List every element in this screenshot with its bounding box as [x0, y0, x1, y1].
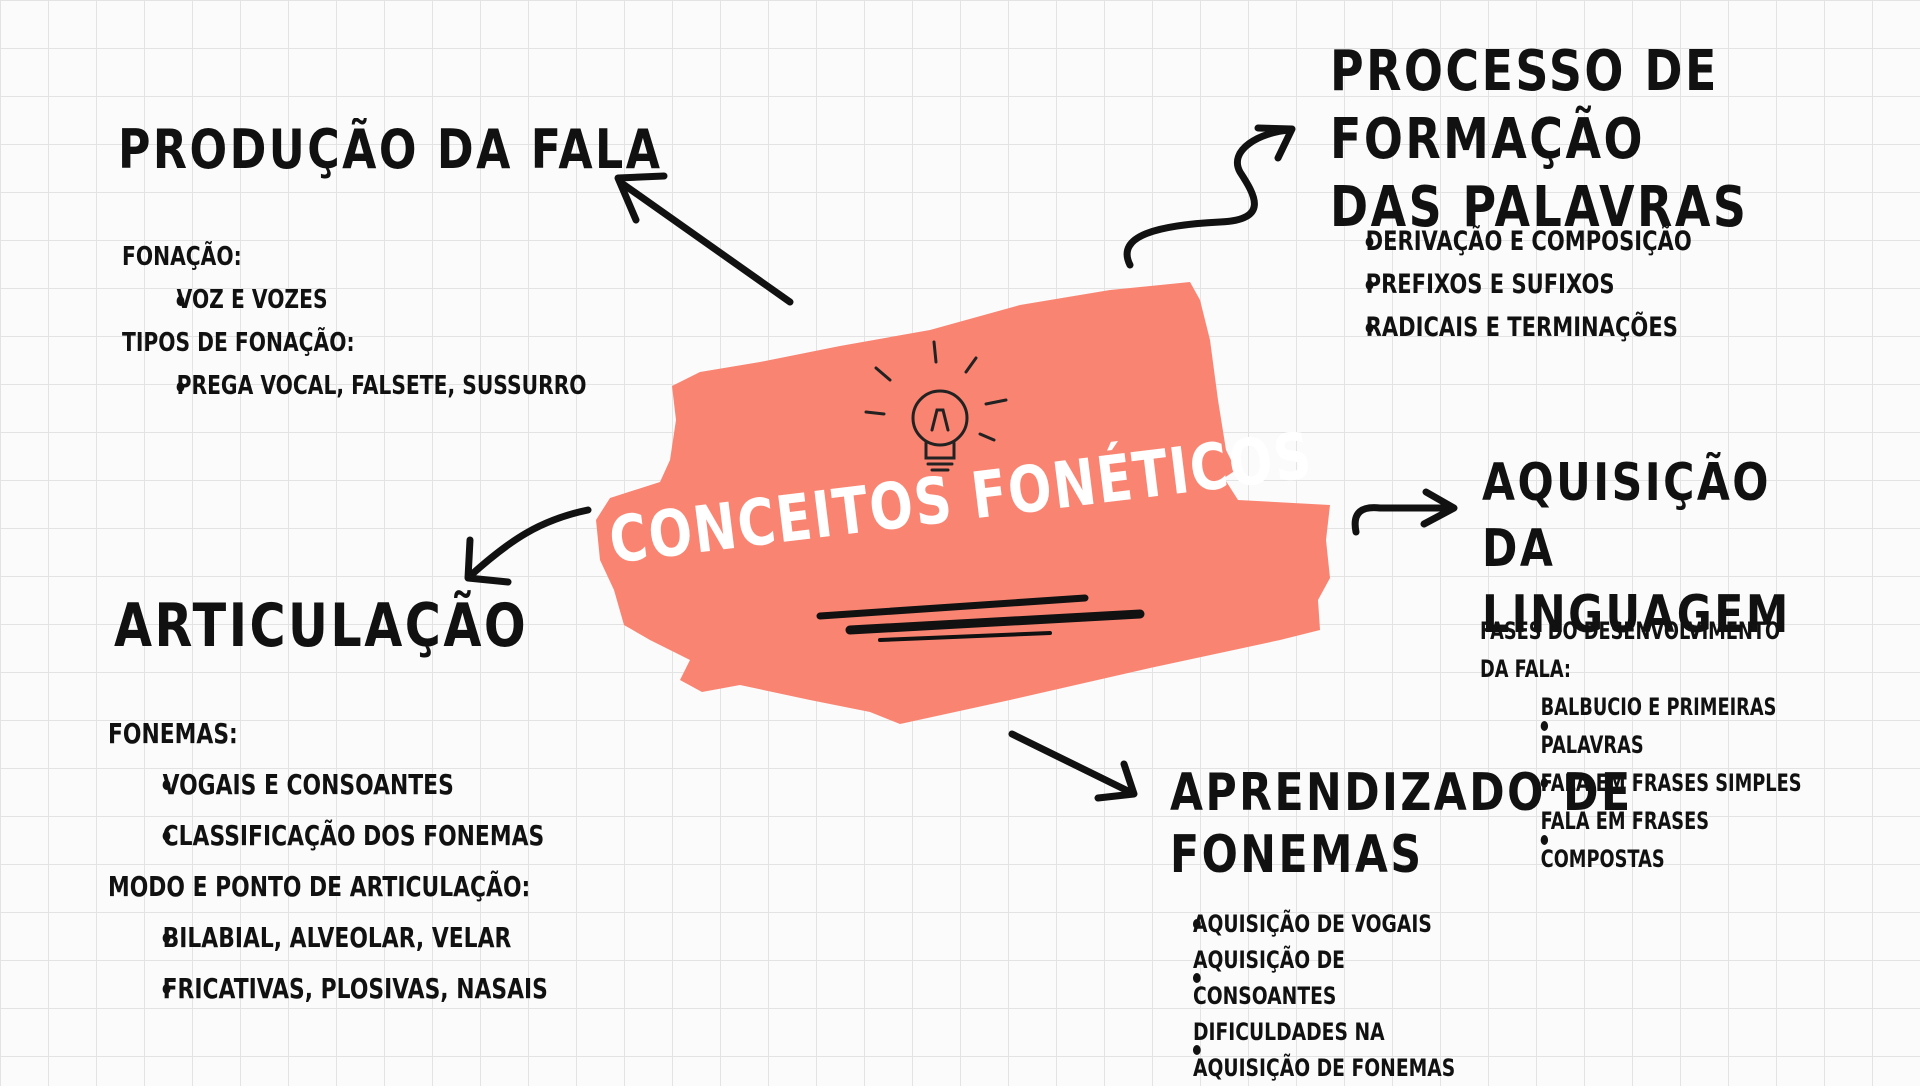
- producao-list-tipos: PREGA VOCAL, FALSETE, SUSSURRO: [122, 365, 587, 408]
- list-item-text: DIFICULDADES NA AQUISIÇÃO DE FONEMAS: [1192, 1018, 1456, 1082]
- list-item-text: PREGA VOCAL, FALSETE, SUSSURRO: [176, 371, 587, 401]
- aquisicao-section: FASES DO DESENVOLVIMENTO DA FALA: BALBUC…: [1480, 612, 1806, 878]
- arrow-to-articulacao: [464, 506, 592, 586]
- list-item: DIFICULDADES NA AQUISIÇÃO DE FONEMAS: [1168, 1014, 1480, 1086]
- list-item-text: VOZ E VOZES: [176, 285, 328, 315]
- producao-label-tipos: TIPOS DE FONAÇÃO:: [122, 328, 355, 358]
- list-item: BILABIAL, ALVEOLAR, VELAR: [108, 912, 548, 963]
- aprendizado-list: AQUISIÇÃO DE VOGAIS AQUISIÇÃO DE CONSOAN…: [1168, 906, 1480, 1086]
- center-underline-2: [845, 609, 1145, 635]
- list-item: FRICATIVAS, PLOSIVAS, NASAIS: [108, 963, 548, 1014]
- articulacao-label-fonemas: FONEMAS:: [108, 717, 238, 750]
- list-item-text: CLASSIFICAÇÃO DOS FONEMAS: [162, 819, 545, 852]
- arrow-to-processo: [1123, 124, 1296, 269]
- processo-title-line2: DAS PALAVRAS: [1330, 175, 1749, 240]
- list-item-text: BILABIAL, ALVEOLAR, VELAR: [162, 921, 512, 954]
- aprendizado-title: APRENDIZADO DE FONEMAS: [1170, 762, 1633, 886]
- aquisicao-title-line2: LINGUAGEM: [1482, 585, 1791, 645]
- list-item-text: AQUISIÇÃO DE VOGAIS: [1192, 910, 1432, 938]
- list-item-text: AQUISIÇÃO DE CONSOANTES: [1192, 946, 1345, 1010]
- list-item-text: BALBUCIO E PRIMEIRAS PALAVRAS: [1540, 693, 1777, 759]
- processo-list: DERIVAÇÃO E COMPOSIÇÃO PREFIXOS E SUFIXO…: [1336, 220, 1692, 349]
- list-item: AQUISIÇÃO DE VOGAIS: [1168, 906, 1480, 942]
- center-underline-3: [878, 631, 1052, 642]
- arrow-to-aprendizado: [1008, 730, 1138, 802]
- aprendizado-title-line2: FONEMAS: [1170, 825, 1424, 885]
- list-item: VOZ E VOZES: [122, 279, 587, 322]
- aprendizado-title-line1: APRENDIZADO DE: [1170, 763, 1633, 823]
- list-item: VOGAIS E CONSOANTES: [108, 759, 548, 810]
- list-item-text: VOGAIS E CONSOANTES: [162, 768, 454, 801]
- articulacao-list-modo: BILABIAL, ALVEOLAR, VELAR FRICATIVAS, PL…: [108, 912, 548, 1014]
- list-item: CLASSIFICAÇÃO DOS FONEMAS: [108, 810, 548, 861]
- list-item-text: FRICATIVAS, PLOSIVAS, NASAIS: [162, 972, 548, 1005]
- list-item: BALBUCIO E PRIMEIRAS PALAVRAS: [1480, 688, 1806, 764]
- processo-section: DERIVAÇÃO E COMPOSIÇÃO PREFIXOS E SUFIXO…: [1336, 220, 1692, 349]
- list-item-text: FALA EM FRASES SIMPLES: [1540, 769, 1802, 797]
- list-item: RADICAIS E TERMINAÇÕES: [1336, 306, 1692, 349]
- list-item: FALA EM FRASES SIMPLES: [1480, 764, 1806, 802]
- list-item: FALA EM FRASES COMPOSTAS: [1480, 802, 1806, 878]
- articulacao-title: ARTICULAÇÃO: [114, 591, 529, 661]
- list-item: DERIVAÇÃO E COMPOSIÇÃO: [1336, 220, 1692, 263]
- articulacao-label-modo: MODO E PONTO DE ARTICULAÇÃO:: [108, 870, 531, 903]
- list-item: PREGA VOCAL, FALSETE, SUSSURRO: [122, 365, 587, 408]
- articulacao-section: FONEMAS: VOGAIS E CONSOANTES CLASSIFICAÇ…: [108, 708, 548, 1014]
- center-blob: [596, 282, 1330, 724]
- aquisicao-title-line1: AQUISIÇÃO DA: [1482, 453, 1771, 579]
- aquisicao-label: FASES DO DESENVOLVIMENTO DA FALA:: [1480, 617, 1781, 683]
- center-underline: [816, 594, 1089, 620]
- list-item-text: DERIVAÇÃO E COMPOSIÇÃO: [1365, 226, 1692, 257]
- aquisicao-list: BALBUCIO E PRIMEIRAS PALAVRAS FALA EM FR…: [1480, 688, 1806, 878]
- arrow-to-producao: [614, 172, 794, 306]
- list-item-text: RADICAIS E TERMINAÇÕES: [1365, 312, 1678, 343]
- aprendizado-section: AQUISIÇÃO DE VOGAIS AQUISIÇÃO DE CONSOAN…: [1168, 906, 1480, 1086]
- aquisicao-title: AQUISIÇÃO DA LINGUAGEM: [1482, 450, 1841, 648]
- articulacao-list-fonemas: VOGAIS E CONSOANTES CLASSIFICAÇÃO DOS FO…: [108, 759, 548, 861]
- producao-label-fonacao: FONAÇÃO:: [122, 242, 242, 272]
- producao-section: FONAÇÃO: VOZ E VOZES TIPOS DE FONAÇÃO: P…: [122, 236, 587, 408]
- processo-title: PROCESSO DE FORMAÇÃO DAS PALAVRAS: [1330, 38, 1814, 242]
- list-item-text: FALA EM FRASES COMPOSTAS: [1540, 807, 1710, 873]
- processo-title-line1: PROCESSO DE FORMAÇÃO: [1330, 39, 1719, 172]
- producao-title: PRODUÇÃO DA FALA: [118, 118, 663, 181]
- producao-list-fonacao: VOZ E VOZES: [122, 279, 587, 322]
- lightbulb-icon: [864, 340, 1008, 472]
- arrow-to-aquisicao: [1351, 488, 1458, 536]
- list-item: PREFIXOS E SUFIXOS: [1336, 263, 1692, 306]
- list-item: AQUISIÇÃO DE CONSOANTES: [1168, 942, 1480, 1014]
- list-item-text: PREFIXOS E SUFIXOS: [1365, 269, 1615, 300]
